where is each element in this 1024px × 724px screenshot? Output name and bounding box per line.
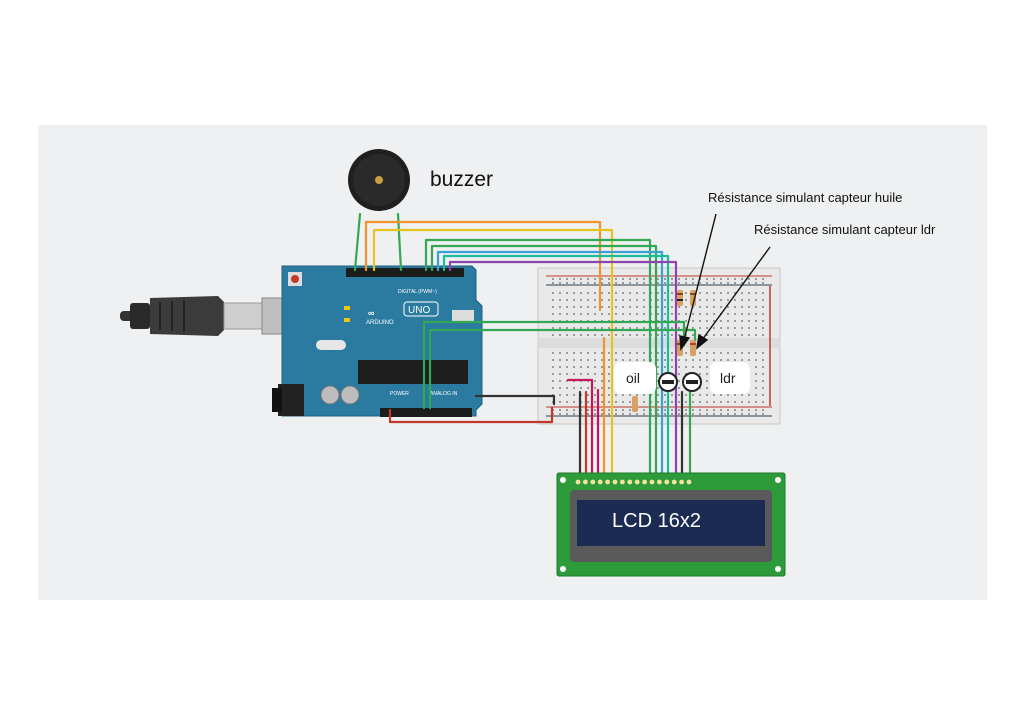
wires (353, 212, 697, 482)
wire-green-2 (430, 244, 658, 482)
analog-header-label: ANALOG IN (430, 391, 458, 397)
wire-black-gnd (474, 394, 556, 406)
wire-red-5v (388, 406, 554, 424)
diagram-canvas (38, 125, 987, 600)
arduino-brand: ARDUINO (366, 320, 394, 326)
oil-label: oil (626, 370, 640, 386)
arduino-model: UNO (408, 305, 430, 316)
wire-buzzer-green (353, 212, 362, 272)
oil-potentiometer[interactable] (658, 372, 678, 392)
wire-orange (364, 220, 602, 312)
wire-yellow (372, 228, 614, 482)
wire-purple (448, 260, 678, 482)
ldr-sensor-resistor[interactable] (690, 290, 696, 356)
lcd-16x2[interactable]: LCD 16x2 (556, 472, 786, 577)
buzzer-label: buzzer (430, 168, 494, 191)
wire-teal (442, 254, 670, 482)
ldr-potentiometer[interactable] (682, 372, 702, 392)
ldr-resistor-annotation: Résistance simulant capteur ldr (754, 222, 936, 237)
wire-green-a0 (422, 320, 686, 410)
breadboard[interactable] (537, 267, 781, 425)
ldr-label: ldr (720, 370, 736, 386)
oil-resistor-annotation: Résistance simulant capteur huile (708, 190, 903, 205)
buzzer-component[interactable] (348, 149, 410, 211)
lcd-label: LCD 16x2 (612, 510, 701, 532)
digital-header-label: DIGITAL (PWM~) (398, 289, 437, 295)
svg-text:∞: ∞ (368, 308, 375, 318)
wire-magenta-lcd (566, 378, 594, 482)
power-header-label: POWER (390, 391, 409, 397)
wire-buzzer-green-2 (396, 212, 403, 272)
oil-label-bubble (614, 362, 656, 394)
wire-green (424, 238, 652, 482)
arduino-uno-board[interactable]: ∞ ARDUINO UNO DIGITAL (PWM~) POWER ANALO… (272, 265, 483, 417)
extra-resistor (632, 396, 638, 412)
annotation-arrows (679, 213, 771, 351)
usb-cable (120, 296, 285, 336)
ldr-label-bubble (710, 362, 750, 394)
wire-blue (436, 250, 664, 482)
wire-green-a1 (428, 328, 697, 410)
